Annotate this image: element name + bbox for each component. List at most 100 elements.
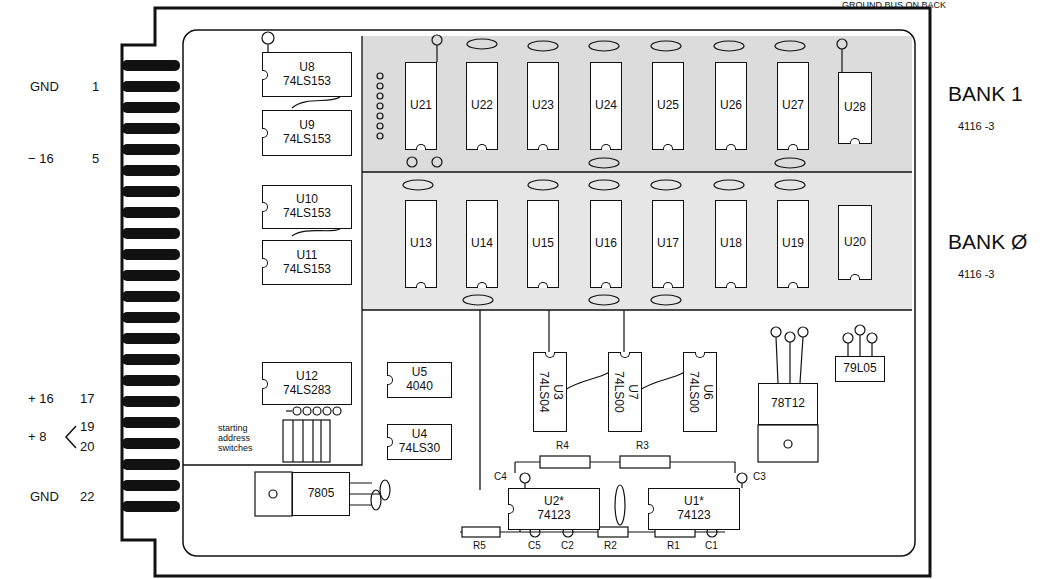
part-label: U4 [399,428,440,442]
memory-chip: U15 [527,200,559,288]
memory-chip: U26 [715,62,747,150]
part-name: C2 [561,540,574,551]
part-name: C4 [494,471,507,482]
chip: U974LS153 [262,110,352,156]
memory-chip: U22 [466,62,498,150]
text-group: U23 [532,99,554,113]
part-label: U22 [471,99,493,113]
text-group: U21 [410,99,432,113]
pin1-notch [508,504,514,514]
part-label: U8 [283,61,331,75]
part-label: U20 [844,236,866,250]
voltage-regulator: 79L05 [835,356,885,382]
memory-chip: U19 [777,200,809,288]
chip: U1274LS283 [262,362,352,405]
region-line [183,36,912,490]
part-label: U14 [471,237,493,251]
part-label: U2* [537,495,570,509]
text-group: U16 [595,237,617,251]
memory-chip: U18 [715,200,747,288]
part-label: U24 [595,99,617,113]
part-label: U25 [657,99,679,113]
part-label: U26 [720,99,742,113]
signal-name: GND [30,490,59,504]
edge-connector [122,60,180,512]
part-number: 74LS153 [283,207,331,221]
pin1-notch [695,352,705,358]
signal-name: + 8 [28,430,46,444]
pin1-notch [545,352,555,358]
pin-number: 1 [92,80,99,94]
pin1-notch [601,282,611,288]
memory-chip: U24 [590,62,622,150]
chip: U774LS00 [608,352,642,432]
pin1-notch [416,144,426,150]
pin1-notch [477,282,487,288]
text-group: U1174LS153 [283,249,331,277]
pin1-notch [663,282,673,288]
text-group: U22 [471,99,493,113]
bank-band [362,172,912,310]
part-label: 7805 [308,487,335,501]
part-label: 79L05 [843,362,876,376]
part-name: C1 [705,540,718,551]
text-group: 79L05 [843,362,876,376]
text-group: U1*74123 [677,495,710,523]
part-label: U28 [844,101,866,115]
pin1-notch [663,144,673,150]
text-group: U2*74123 [537,495,570,523]
pin1-notch [387,375,393,385]
part-name: R5 [473,540,486,551]
part-number: 74LS153 [283,133,331,147]
pin1-notch [601,144,611,150]
text-group: U27 [782,99,804,113]
part-label: U15 [532,237,554,251]
memory-chip: U25 [652,62,684,150]
part-label: U19 [782,237,804,251]
part-label: 78T12 [771,397,805,411]
jumper-wires [66,32,877,537]
pin-number: 20 [80,440,94,454]
part-name: C3 [753,471,766,482]
text-group: U15 [532,237,554,251]
part-label: U11 [283,249,331,263]
text-group: 7805 [308,487,335,501]
part-number: 4116 -3 [958,268,995,280]
part-number: 74LS04 [536,371,550,412]
part-name: R3 [636,440,649,451]
text-group: U13 [410,237,432,251]
text-group: U1274LS283 [283,370,331,398]
bank-band [362,36,912,172]
chip: U54040 [387,362,452,398]
part-label: U27 [782,99,804,113]
pin1-notch [538,144,548,150]
part-number: 74123 [677,509,710,523]
chip: U474LS30 [387,424,452,460]
part-number: 74LS00 [611,371,625,412]
pin1-notch [726,144,736,150]
pin1-notch [538,282,548,288]
text-group: U19 [782,237,804,251]
text-group: U17 [657,237,679,251]
memory-chip: U17 [652,200,684,288]
chip: U674LS00 [683,352,717,432]
part-number: 74LS283 [283,384,331,398]
pin1-notch [387,437,393,447]
part-label: U13 [410,237,432,251]
pin1-notch [788,144,798,150]
memory-chip: U16 [590,200,622,288]
dip-switch [283,420,330,462]
pin1-notch [416,282,426,288]
part-label: U5 [406,366,433,380]
pin1-notch [262,128,268,138]
board-outline [122,8,930,576]
part-name: R1 [667,540,680,551]
bracket [66,426,76,448]
chip: U874LS153 [262,52,352,97]
part-label: U3 [550,371,564,412]
text-group: 78T12 [771,397,805,411]
text-group: U25 [657,99,679,113]
part-number: 74123 [537,509,570,523]
text-group: U20 [844,236,866,250]
chip: U1*74123 [648,488,740,530]
